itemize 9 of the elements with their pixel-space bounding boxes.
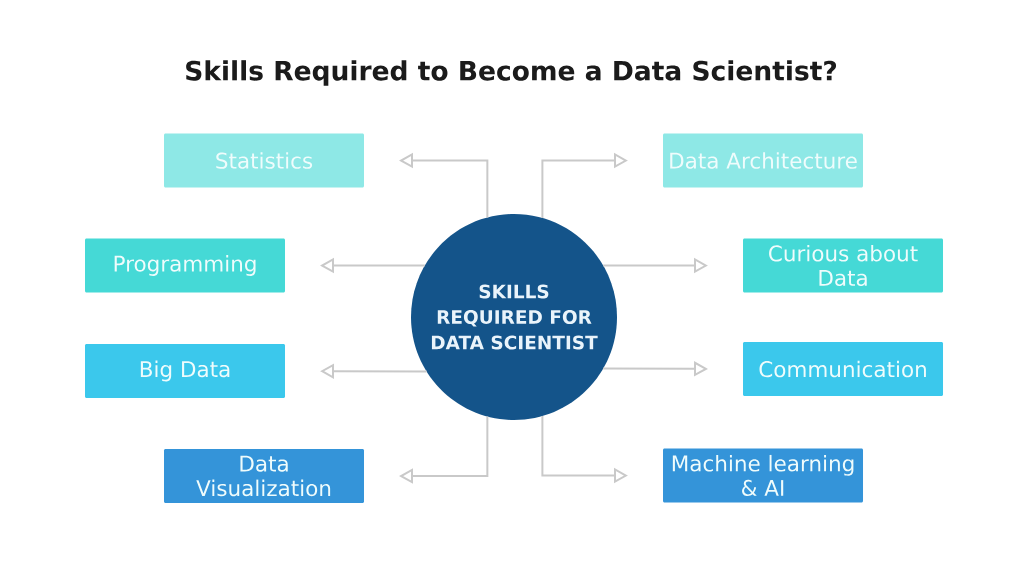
- skill-box: Programming: [85, 238, 285, 293]
- skill-box: Curious about Data: [743, 238, 943, 293]
- skill-box: Data Visualization: [164, 449, 364, 503]
- skill-box: Data Architecture: [663, 133, 863, 188]
- title: Skills Required to Become a Data Scientist?: [186, 60, 837, 86]
- skill-box: Big Data: [85, 344, 285, 398]
- skill-box: Statistics: [164, 133, 364, 188]
- skill-box: Machine learning & AI: [663, 448, 863, 503]
- skill-box: Communication: [743, 342, 943, 396]
